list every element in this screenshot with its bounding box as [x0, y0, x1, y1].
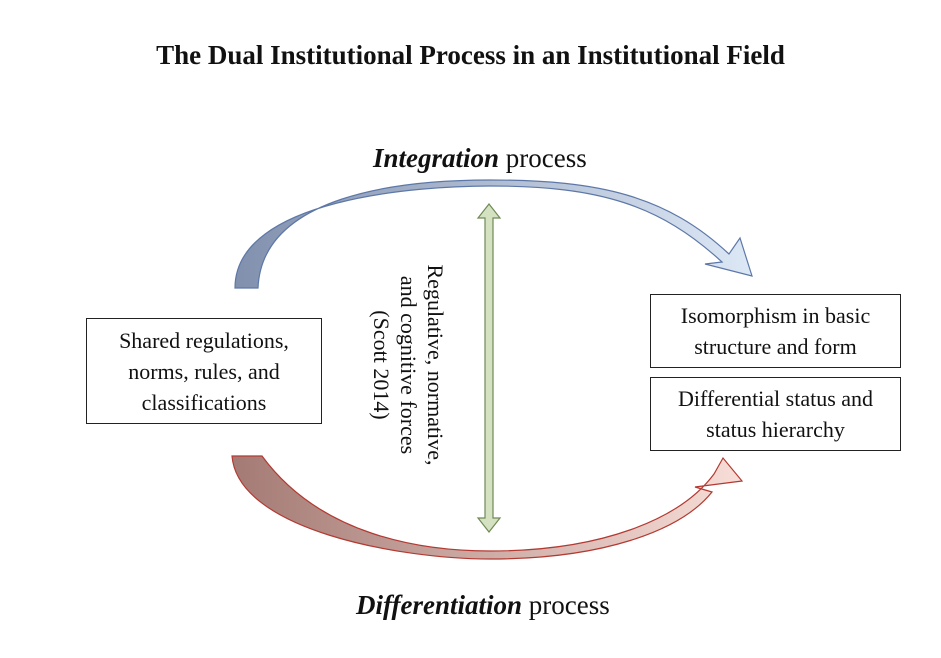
- integration-emphasis: Integration: [373, 143, 500, 173]
- status-box-line: status hierarchy: [706, 417, 845, 442]
- shared-regulations-box: Shared regulations, norms, rules, and cl…: [86, 318, 322, 424]
- integration-rest: process: [499, 143, 587, 173]
- differentiation-arrow: [231, 455, 744, 560]
- shared-box-line: norms, rules, and: [128, 358, 280, 384]
- status-hierarchy-box: Differential status and status hierarchy: [650, 377, 901, 451]
- shared-box-line: Shared regulations,: [119, 327, 289, 353]
- forces-line: (Scott 2014): [369, 310, 394, 420]
- isomorphism-box: Isomorphism in basic structure and form: [650, 294, 901, 368]
- status-box-line: Differential status and: [677, 386, 874, 411]
- differentiation-process-label: Differentiation process: [356, 590, 610, 621]
- forces-line: Regulative, normative,: [423, 264, 448, 466]
- shared-box-line: classifications: [141, 389, 267, 415]
- differentiation-emphasis: Differentiation: [356, 590, 523, 620]
- integration-arrow: [234, 179, 753, 289]
- differentiation-rest: process: [522, 590, 610, 620]
- forces-line: and cognitive forces: [396, 275, 421, 455]
- isomorphism-box-line: structure and form: [694, 334, 857, 359]
- diagram-title: The Dual Institutional Process in an Ins…: [156, 40, 785, 70]
- forces-double-arrow: [476, 203, 502, 533]
- isomorphism-box-line: Isomorphism in basic: [680, 303, 871, 328]
- integration-process-label: Integration process: [373, 143, 587, 174]
